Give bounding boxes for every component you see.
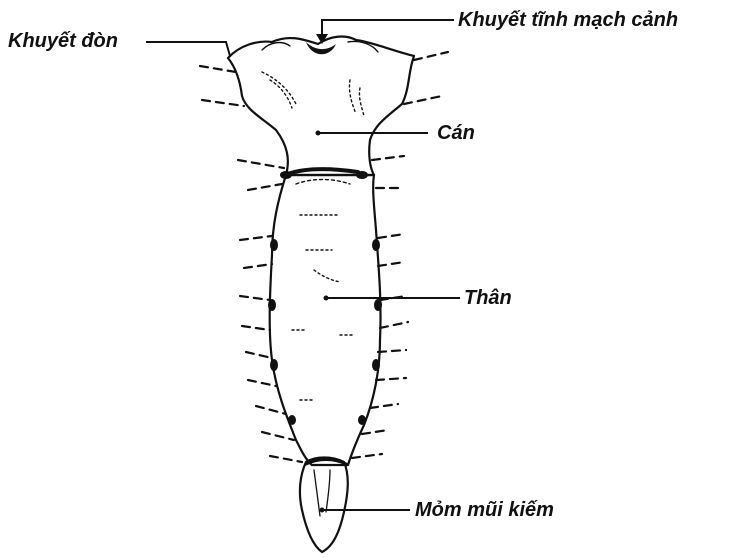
xiphoid-outline: [300, 458, 348, 553]
manubrium-texture: [262, 72, 364, 116]
leader-lines: [146, 20, 460, 513]
xiphoid-point: [320, 508, 325, 513]
manubriosternal-joint: [288, 169, 358, 174]
leader-jugular-notch: [322, 20, 454, 38]
jugular-notch-mark: [306, 42, 336, 54]
label-jugular-notch: Khuyết tĩnh mạch cảnh: [458, 9, 678, 31]
label-xiphoid: Mỏm mũi kiếm: [415, 499, 554, 521]
right-cartilage-stubs: [352, 52, 448, 458]
joint-texture: [296, 180, 350, 185]
manubrium-point: [316, 131, 321, 136]
label-clavicular-notch: Khuyết đòn: [8, 30, 118, 52]
xiphoid-junction: [306, 460, 346, 465]
label-body: Thân: [464, 287, 512, 309]
body-point: [324, 296, 329, 301]
left-cartilage-stubs: [200, 66, 302, 462]
body-texture: [292, 215, 352, 400]
leader-clavicular-notch: [146, 42, 230, 56]
label-manubrium: Cán: [437, 122, 475, 144]
manubrium-outline: [228, 37, 414, 175]
left-clavicular-notch: [262, 43, 290, 50]
